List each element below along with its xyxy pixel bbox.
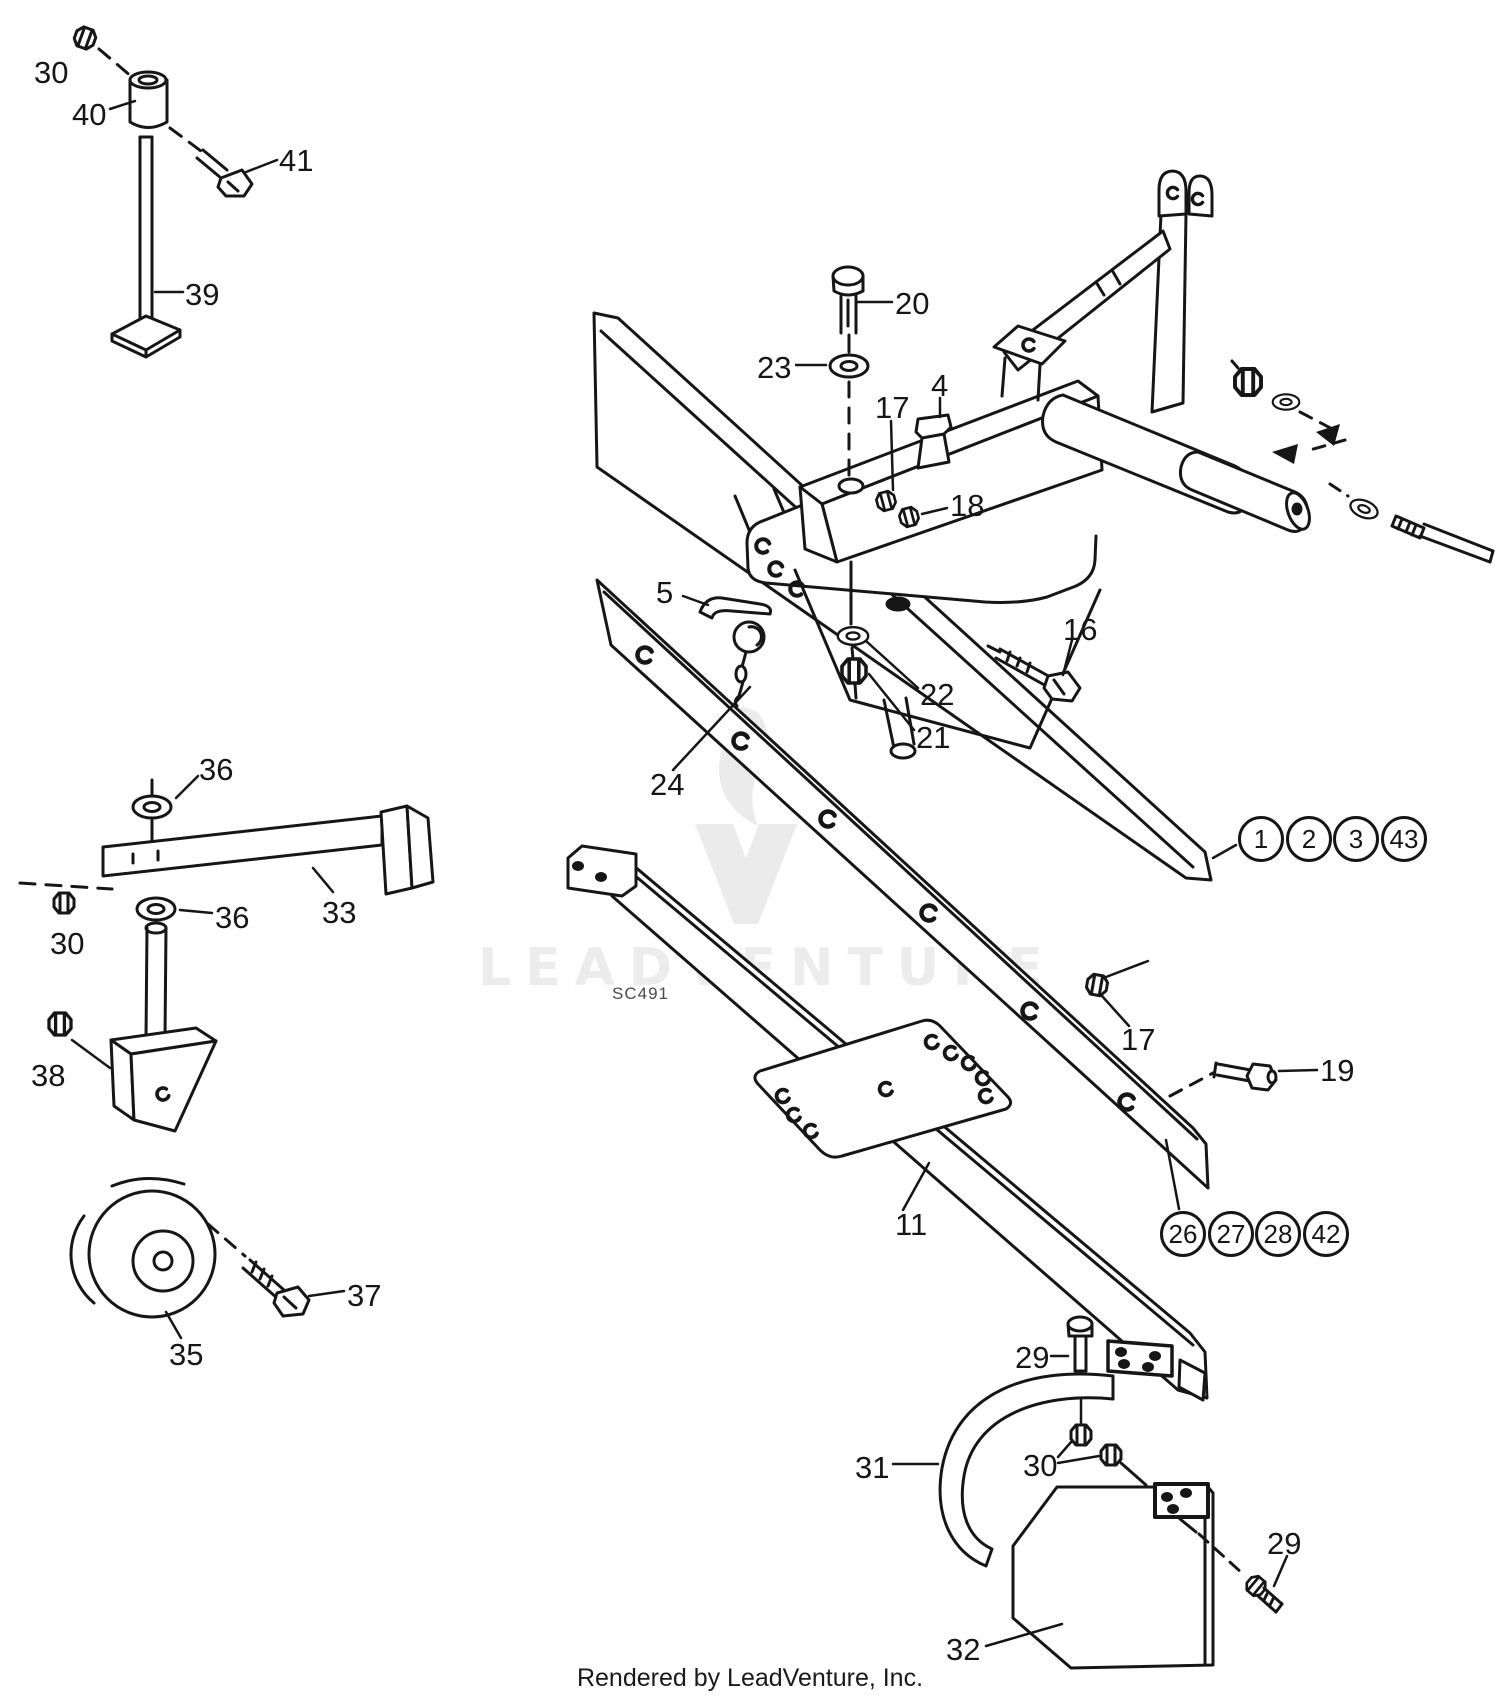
callout-33-arm: 33 xyxy=(322,895,357,930)
callout-30-nuts: 30 xyxy=(1023,1448,1058,1483)
bolt-29-lower xyxy=(1241,1571,1284,1614)
callout-19-bolt: 19 xyxy=(1320,1053,1355,1088)
balloon-ref-43: 43 xyxy=(1381,816,1427,862)
callout-38-nut: 38 xyxy=(31,1058,66,1093)
main-beam xyxy=(798,379,1104,564)
balloon-ref-28: 28 xyxy=(1255,1211,1301,1257)
callout-31-shank: 31 xyxy=(855,1450,890,1485)
latch-handle-5 xyxy=(698,596,772,708)
nut-icon xyxy=(1233,367,1263,397)
sleeve-40 xyxy=(128,78,169,129)
callout-18-nut: 18 xyxy=(950,488,985,523)
caster-fork xyxy=(109,1026,218,1133)
stand-rod-39 xyxy=(110,135,182,359)
nut-30-icon xyxy=(1069,1423,1093,1447)
callout-17-nut-upper: 17 xyxy=(875,390,910,425)
jack-stand-assembly xyxy=(70,23,279,359)
scarifier-bar xyxy=(595,578,1210,1190)
bolt-19 xyxy=(1168,1061,1278,1098)
balloon-ref-2: 2 xyxy=(1286,816,1332,862)
washer-22-icon xyxy=(836,626,870,646)
callout-37-bolt: 37 xyxy=(347,1278,382,1313)
clevis-4 xyxy=(914,413,953,470)
caster-wheel-assembly xyxy=(18,774,435,1340)
washer-23-icon xyxy=(828,353,870,379)
leader-lines xyxy=(671,300,1319,1648)
washer-icon xyxy=(1271,393,1301,411)
callout-32-shovel: 32 xyxy=(946,1632,981,1667)
callout-22-washer: 22 xyxy=(920,677,955,712)
callout-23-washer: 23 xyxy=(757,350,792,385)
callout-11-skid: 11 xyxy=(895,1207,928,1242)
washer-36-bottom-icon xyxy=(135,896,177,922)
shovel-plate-32 xyxy=(1011,1482,1245,1670)
callout-16-bolt: 16 xyxy=(1063,612,1098,647)
callout-29-bolt-lower: 29 xyxy=(1267,1526,1302,1561)
nut-30-icon xyxy=(1099,1443,1123,1467)
nut-30-icon xyxy=(52,891,76,915)
callout-17-nut-lower: 17 xyxy=(1121,1022,1156,1057)
washer-36-top-icon xyxy=(131,794,173,820)
callout-35-wheel: 35 xyxy=(169,1337,204,1372)
callout-21-nut: 21 xyxy=(916,720,951,755)
skid-plate-11 xyxy=(753,1018,1013,1159)
callout-29-bolt-upper: 29 xyxy=(1015,1340,1050,1375)
nut-30-icon xyxy=(70,23,100,53)
callout-36-washer-bot: 36 xyxy=(215,900,250,935)
adjuster-pin-stack xyxy=(836,560,870,700)
hitch-tubes xyxy=(1041,393,1311,533)
callout-24-clip: 24 xyxy=(650,767,685,802)
bolt-41 xyxy=(195,148,254,198)
callout-39-stand: 39 xyxy=(185,277,220,312)
curved-shank-31 xyxy=(938,1372,1115,1568)
washer-icon xyxy=(1346,494,1382,524)
bolt-16 xyxy=(986,644,1082,703)
bar-end-bracket-left xyxy=(566,844,638,898)
callout-5-handle: 5 xyxy=(656,575,674,610)
balloon-ref-3: 3 xyxy=(1333,816,1379,862)
bolt-20-stack xyxy=(828,265,870,478)
callout-4-clevis: 4 xyxy=(931,368,949,403)
bolt-37 xyxy=(241,1258,311,1318)
balloon-ref-1: 1 xyxy=(1238,816,1284,862)
bar-end-bracket-right xyxy=(1106,1339,1207,1402)
callout-30-jack: 30 xyxy=(34,55,69,90)
balloon-ref-26: 26 xyxy=(1160,1211,1206,1257)
caster-arm-33 xyxy=(101,814,384,878)
bolt-29-upper xyxy=(1066,1315,1094,1425)
callout-30-caster: 30 xyxy=(50,926,85,961)
callout-20-bolt: 20 xyxy=(895,286,930,321)
caster-wheel-35 xyxy=(69,1176,217,1319)
callout-40-sleeve: 40 xyxy=(72,97,107,132)
footer-credit: Rendered by LeadVenture, Inc. xyxy=(576,1664,924,1692)
hitch-pin-fasteners xyxy=(1230,359,1495,564)
hitch-mast xyxy=(992,169,1214,414)
callout-36-washer-top: 36 xyxy=(199,752,234,787)
drawing-code: SC491 xyxy=(612,984,669,1003)
balloon-ref-27: 27 xyxy=(1208,1211,1254,1257)
nut-21-icon xyxy=(840,657,868,685)
balloon-ref-42: 42 xyxy=(1303,1211,1349,1257)
hitch-pin xyxy=(1390,514,1495,564)
caster-stem xyxy=(144,921,168,1040)
nut-38-icon xyxy=(47,1011,73,1037)
callout-41-bolt: 41 xyxy=(279,143,314,178)
